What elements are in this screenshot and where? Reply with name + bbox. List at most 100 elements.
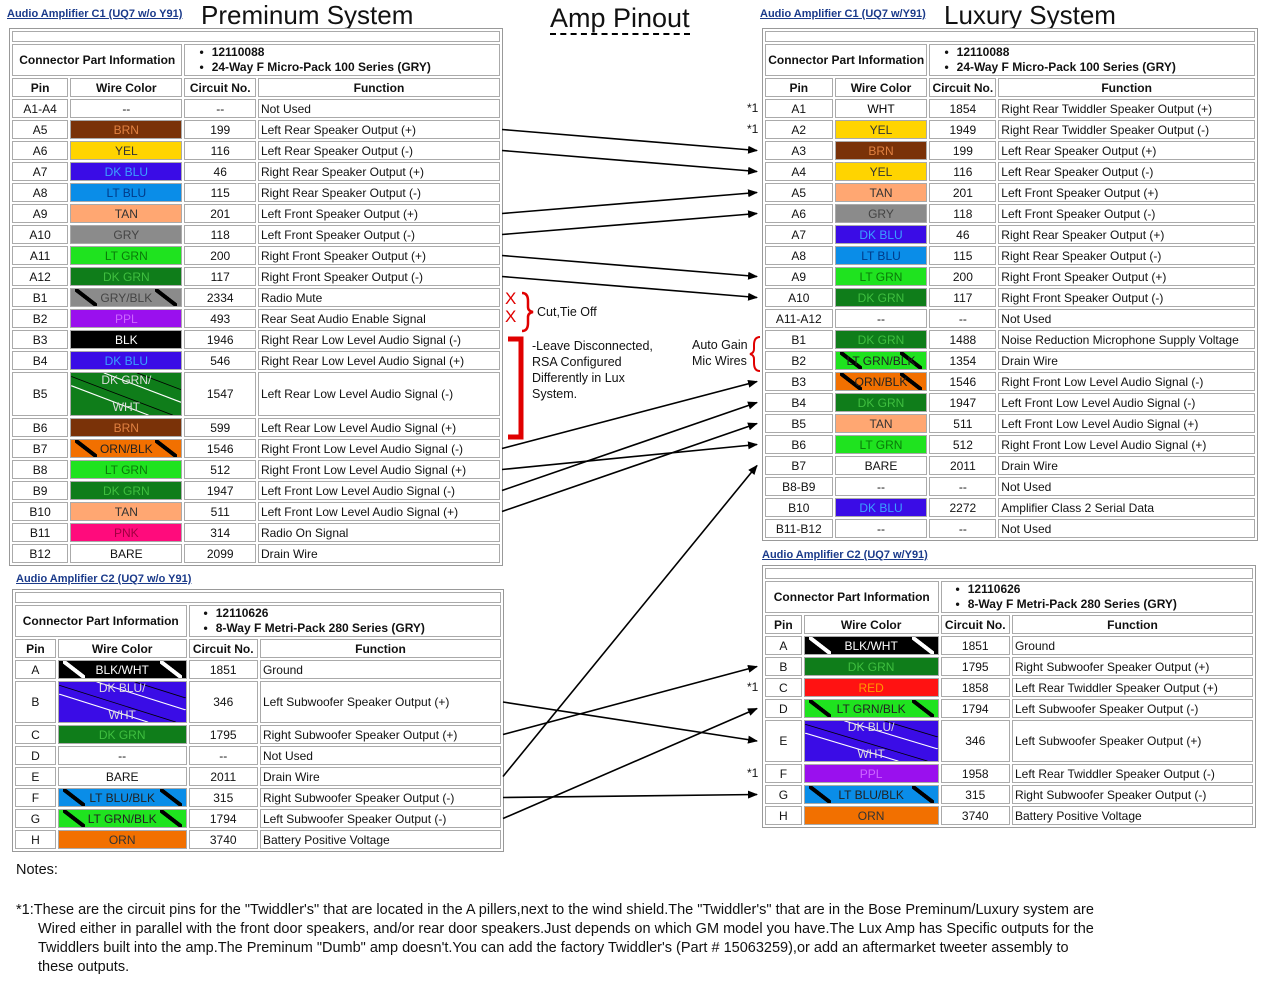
wire-color-swatch: DK BLU [834, 498, 928, 517]
function-cell: Left Rear Speaker Output (-) [257, 141, 500, 160]
wire-color-label: LT GRN [859, 269, 903, 284]
wire-color-swatch: PNK [70, 523, 183, 542]
wire-color-label: BLK/WHT [95, 662, 149, 677]
circuit-cell: 346 [188, 681, 258, 723]
circuit-cell: 1858 [940, 678, 1010, 697]
connector-series: 8-Way F Metri-Pack 280 Series (GRY) [956, 597, 1250, 612]
wire-color-swatch: LT GRN/BLK [57, 809, 187, 828]
circuit-cell: 117 [184, 267, 256, 286]
circuit-cell: -- [184, 99, 256, 118]
circuit-cell: 346 [940, 720, 1010, 762]
wire-color-swatch: DK GRN [834, 330, 928, 349]
wire-color-swatch: DK GRN [70, 267, 183, 286]
circuit-cell: 493 [184, 309, 256, 328]
wire-color-swatch: RED [803, 678, 939, 697]
circuit-cell: 1488 [929, 330, 997, 349]
wire-color-swatch: PPL [803, 764, 939, 783]
wire-color-swatch: ORN/BLK [70, 439, 183, 458]
circuit-cell: 511 [929, 414, 997, 433]
tracer-stripe [62, 810, 85, 827]
wire-color-swatch: DK BLU [70, 162, 183, 181]
function-cell: Left Front Speaker Output (+) [257, 204, 500, 223]
circuit-cell: 46 [184, 162, 256, 181]
wire-color-swatch: LT GRN [834, 435, 928, 454]
wire-color-swatch: BLK [70, 330, 183, 349]
wire-color-swatch: WHT [834, 99, 928, 118]
wire-color-label: GRY [113, 227, 140, 242]
tracer-stripe [159, 661, 182, 678]
circuit-cell: 1794 [188, 809, 258, 828]
pin-cell: A11 [12, 246, 69, 265]
wire-color-label: BRN [113, 122, 139, 137]
wire-color-swatch: DK GRN [834, 288, 928, 307]
wire-color-bottom: WHT [108, 708, 136, 722]
function-cell: Left Front Low Level Audio Signal (+) [257, 502, 500, 521]
circuit-cell: 2272 [929, 498, 997, 517]
circuit-cell: -- [188, 746, 258, 765]
wire-color-label: BARE [109, 546, 143, 561]
function-cell: Left Rear Twiddler Speaker Output (-) [1011, 764, 1253, 783]
pin-cell: B2 [12, 309, 69, 328]
wire-color-swatch: DK GRN/WHT [70, 372, 183, 416]
luxury-system-title: Luxury System [944, 0, 1116, 30]
column-header-function: Function [257, 78, 500, 97]
wire-color-label: GRY [868, 206, 894, 221]
pin-cell: G [765, 785, 802, 804]
tracer-stripe [75, 440, 98, 457]
circuit-cell: -- [929, 519, 997, 538]
circuit-cell: 201 [929, 183, 997, 202]
wire-color-swatch: TAN [834, 414, 928, 433]
column-header-pin: Pin [15, 639, 56, 658]
pin-cell: B1 [12, 288, 69, 307]
wire-color-label: ORN/BLK [99, 441, 153, 456]
wire-color-label: DK GRN [847, 659, 895, 674]
circuit-cell: 314 [184, 523, 256, 542]
wire-color-swatch: ORN [803, 806, 939, 825]
wire-color-swatch: YEL [834, 162, 928, 181]
circuit-cell: 599 [184, 418, 256, 437]
pin-cell: A4 [765, 162, 833, 181]
wire-color-swatch: -- [70, 99, 183, 118]
wire-color-label: DK GRN [857, 395, 905, 410]
c2-luxury-pinout-table: Connector Part Information121106268-Way … [762, 565, 1256, 828]
circuit-cell: 1947 [929, 393, 997, 412]
column-header-circuit-no: Circuit No. [929, 78, 997, 97]
wire-color-swatch: GRY [834, 204, 928, 223]
pin-cell: B12 [12, 544, 69, 563]
footnote-marker: *1 [747, 679, 759, 694]
pin-cell: B10 [12, 502, 69, 521]
circuit-cell: 315 [188, 788, 258, 807]
function-cell: Left Front Low Level Audio Signal (-) [257, 481, 500, 500]
function-cell: Noise Reduction Microphone Supply Voltag… [998, 330, 1255, 349]
pin-cell: A7 [765, 225, 833, 244]
tracer-stripe [900, 352, 923, 369]
function-cell: Right Front Low Level Audio Signal (-) [998, 372, 1255, 391]
footnote-marker: *1 [747, 100, 759, 115]
circuit-cell: 315 [940, 785, 1010, 804]
circuit-cell: 1851 [940, 636, 1010, 655]
connector-series: 8-Way F Metri-Pack 280 Series (GRY) [204, 621, 498, 636]
wire-color-label: ORN [108, 832, 136, 847]
wire-color-label: LT GRN/BLK [836, 701, 906, 716]
wire-color-swatch: BRN [70, 120, 183, 139]
tracer-stripe [62, 661, 85, 678]
function-cell: Radio Mute [257, 288, 500, 307]
pin-cell: B3 [12, 330, 69, 349]
tracer-stripe [900, 373, 923, 390]
function-cell: Right Front Low Level Audio Signal (-) [257, 439, 500, 458]
pin-cell: A8 [12, 183, 69, 202]
